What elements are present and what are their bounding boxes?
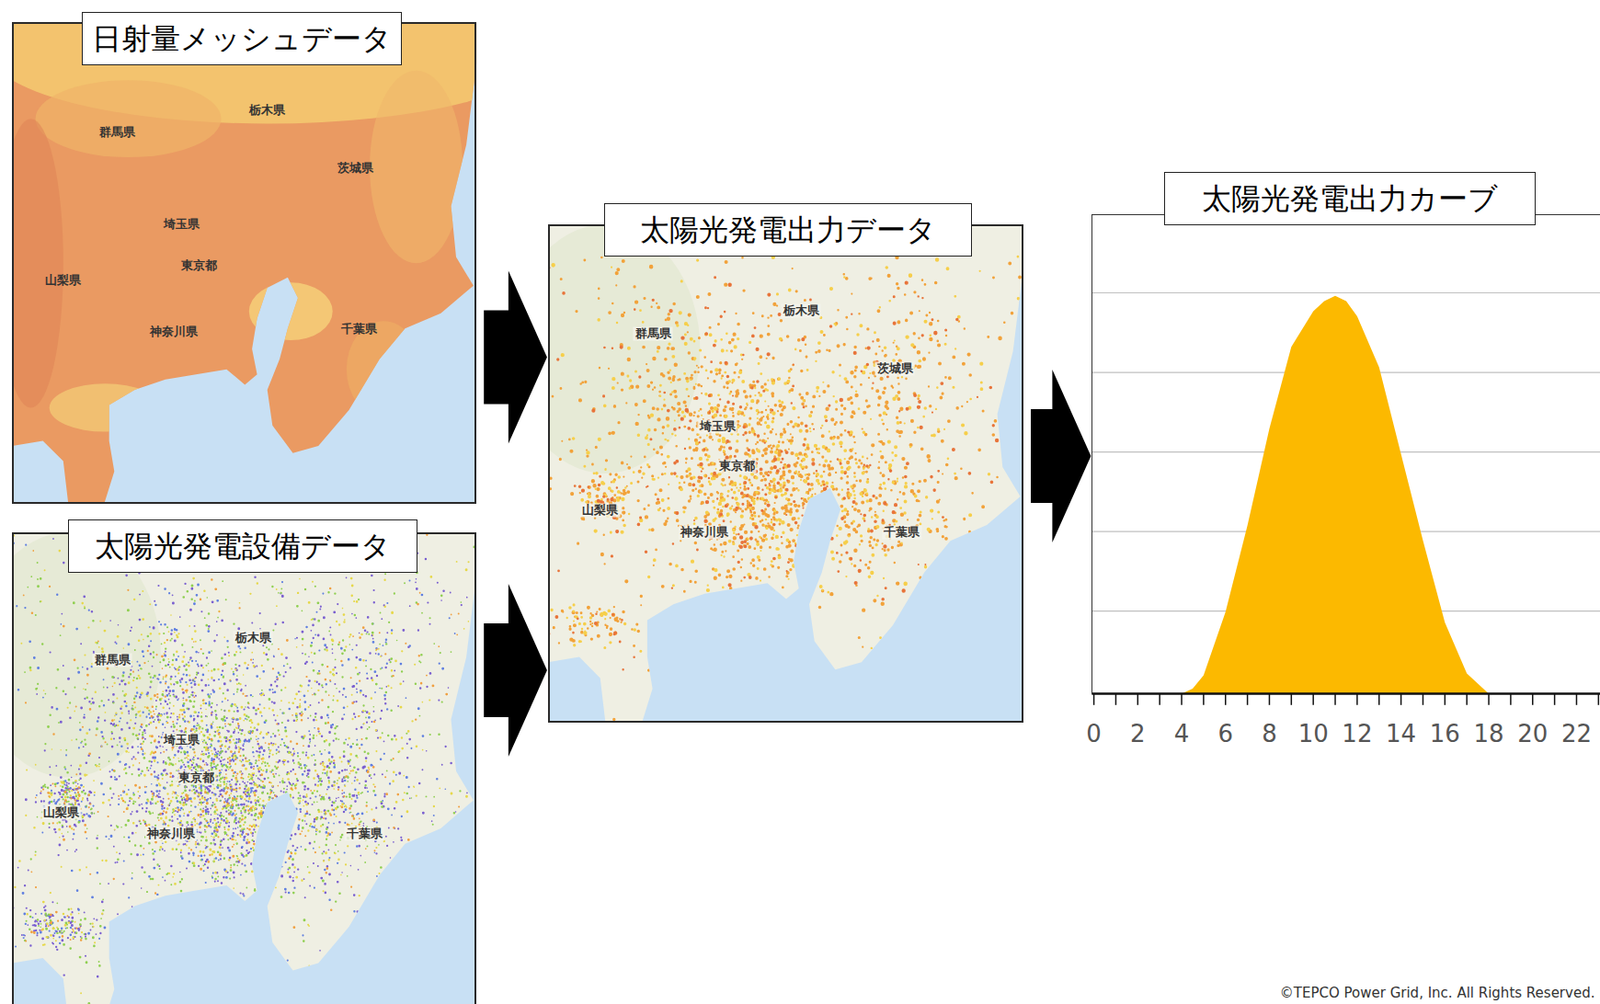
irradiance-zone [369,70,463,264]
panel-title: 太陽光発電出力カーブ [1164,171,1536,226]
axis-label: 16 [1429,720,1461,749]
axis-label: 2 [1130,720,1146,749]
map-place-label: 埼玉県 [163,217,200,232]
axis-label: 12 [1341,720,1372,749]
axis-tick [1509,694,1512,706]
map-place-label: 栃木県 [781,304,822,319]
axis-label: 8 [1261,720,1278,749]
x-axis [1091,692,1600,696]
map-illustration [548,224,1024,723]
map-place-label: 山梨県 [41,806,81,821]
block-arrow [1030,369,1091,543]
axis-tick [1400,694,1403,706]
axis-tick [1531,694,1534,706]
gridline [1091,292,1600,294]
axis-tick [1356,694,1359,706]
land-detail [11,532,476,1004]
axis-tick [1334,694,1337,706]
map-place-label: 神奈川県 [149,324,198,339]
output-map-panel: 太陽光発電出力データ [548,224,1024,723]
panel-title: 日射量メッシュデータ [81,11,402,66]
facility-dots [23,533,476,1004]
map-illustration [11,532,477,1004]
map-place-label: 山梨県 [580,502,620,517]
axis-tick [1093,694,1096,706]
block-arrow [483,270,548,444]
irradiance-map-panel: 日射量メッシュデータ [11,22,477,504]
axis-tick [1115,694,1118,706]
axis-tick [1224,694,1227,706]
axis-tick [1158,694,1161,706]
map-place-label: 東京都 [717,459,757,474]
map-place-label: 茨城県 [337,161,374,176]
facility-dots [11,532,468,978]
map-place-label: 山梨県 [45,274,81,288]
map-place-label: 千葉県 [881,525,922,540]
axis-tick [1312,694,1315,706]
axis-tick [1487,694,1490,706]
axis-tick [1422,694,1425,706]
land-detail [11,22,477,432]
facility-dots [549,237,1019,652]
axis-label: 22 [1561,720,1592,749]
irradiance-zone [249,282,333,341]
irradiance-zone [49,383,161,432]
land-detail [548,224,1022,721]
axis-tick [1465,694,1468,706]
axis-tick [1576,694,1578,706]
chart-illustration [1091,292,1600,705]
axis-label: 14 [1385,720,1417,749]
irradiance-zone [35,80,222,158]
map-place-label: 茨城県 [875,361,915,376]
axis-label: 4 [1174,720,1190,749]
map-place-label: 群馬県 [99,125,136,140]
output-curve-chart: 太陽光発電出力カーブ [1091,214,1600,695]
axis-label: 6 [1217,720,1234,749]
axis-tick [1268,694,1271,706]
axis-label: 20 [1517,720,1548,749]
axis-tick [1378,694,1381,706]
panel-title: 太陽光発電出力データ [604,203,972,257]
map-place-label: 群馬県 [633,326,674,341]
facility-dots [11,534,469,995]
map-place-label: 千葉県 [341,322,378,337]
axis-tick [1137,694,1140,706]
map-place-label: 東京都 [181,258,218,273]
map-illustration [11,22,477,504]
map-place-label: 栃木県 [233,630,274,645]
axis-tick [1202,694,1205,706]
map-place-label: 埼玉県 [697,419,738,434]
map-place-label: 群馬県 [92,653,133,668]
facility-dots [548,234,999,671]
axis-label: 0 [1085,720,1102,749]
block-arrow [483,583,548,757]
facility-dots [548,224,1022,721]
axis-tick [1246,694,1249,706]
axis-label: 10 [1298,720,1329,749]
axis-tick [1554,694,1556,706]
axis-tick [1180,694,1183,706]
equipment-map-panel: 太陽光発電設備データ [11,532,477,1004]
map-place-label: 栃木県 [249,102,286,117]
facility-dots [11,534,456,962]
axis-tick [1291,694,1293,706]
map-place-label: 埼玉県 [161,732,202,747]
facility-dots [11,533,460,942]
map-place-label: 千葉県 [344,826,385,841]
axis-tick [1444,694,1447,706]
map-place-label: 神奈川県 [678,525,731,540]
irradiance-zone [11,118,64,408]
panel-title: 太陽光発電設備データ [68,519,418,573]
copyright-note: ©TEPCO Power Grid, Inc. All Rights Reser… [1280,985,1596,1002]
axis-label: 18 [1473,720,1504,749]
map-place-label: 東京都 [176,770,217,785]
pv-output-area [1181,296,1489,695]
map-place-label: 神奈川県 [145,826,197,841]
axis-tick [1598,694,1600,706]
